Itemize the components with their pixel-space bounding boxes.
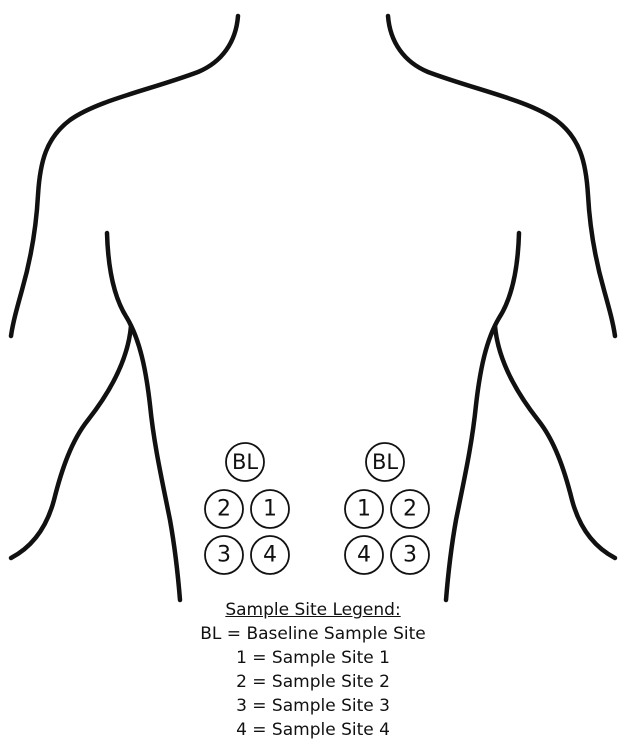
- right-baseline-site-label: BL: [372, 450, 398, 474]
- left-torso-outline: [107, 233, 180, 600]
- left-site-3-label: 3: [217, 543, 231, 568]
- right-torso-outline: [446, 233, 519, 600]
- legend-item-site-4: 4 = Sample Site 4: [0, 718, 626, 742]
- legend-item-site-3: 3 = Sample Site 3: [0, 694, 626, 718]
- sample-site-legend: Sample Site Legend: BL = Baseline Sample…: [0, 598, 626, 742]
- left-baseline-site-label: BL: [232, 450, 258, 474]
- legend-item-baseline: BL = Baseline Sample Site: [0, 622, 626, 646]
- right-shoulder-outline: [388, 16, 615, 336]
- right-site-3-label: 3: [403, 543, 417, 568]
- left-site-1-label: 1: [263, 497, 277, 522]
- left-shoulder-outline: [11, 16, 238, 336]
- left-site-4-label: 4: [263, 543, 277, 568]
- left-inner-arm-outline: [11, 326, 131, 558]
- right-site-4-label: 4: [357, 543, 371, 568]
- legend-item-site-1: 1 = Sample Site 1: [0, 646, 626, 670]
- left-site-2-label: 2: [217, 497, 231, 522]
- legend-title: Sample Site Legend:: [0, 598, 626, 622]
- right-site-1-label: 1: [357, 497, 371, 522]
- right-inner-arm-outline: [495, 326, 615, 558]
- right-site-2-label: 2: [403, 497, 417, 522]
- legend-item-site-2: 2 = Sample Site 2: [0, 670, 626, 694]
